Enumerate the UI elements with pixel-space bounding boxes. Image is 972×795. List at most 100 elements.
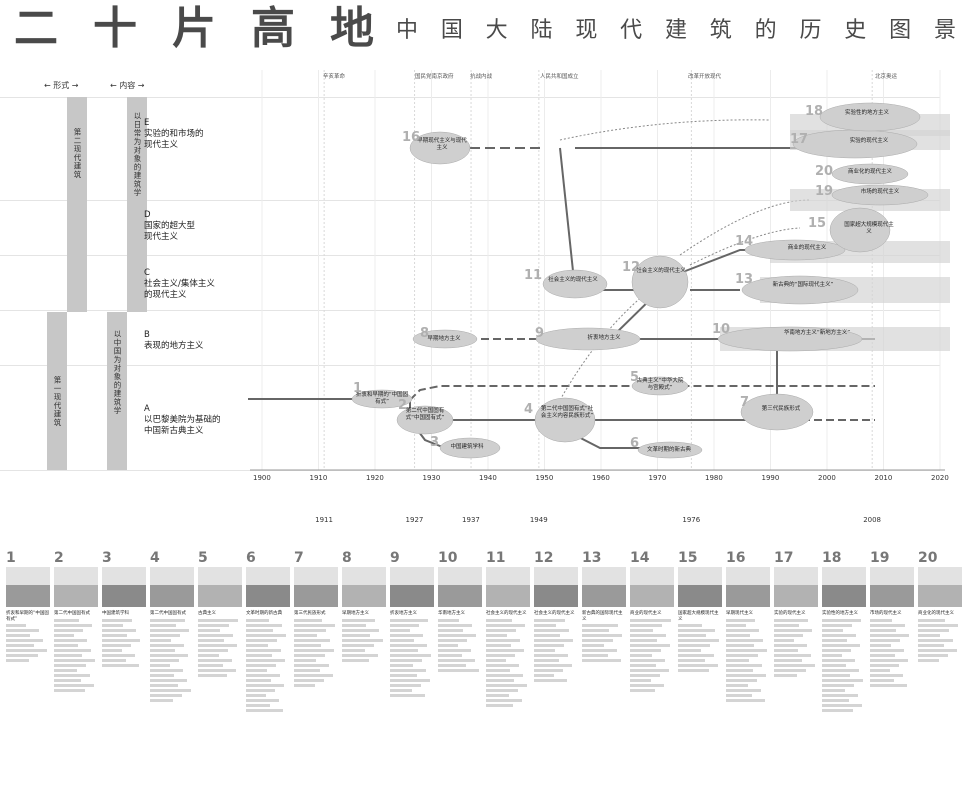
example-number: 13 (582, 550, 602, 566)
node-8-number: 8 (420, 326, 430, 341)
example-text-line (582, 649, 617, 652)
example-text-line (294, 628, 326, 632)
building-photo (102, 567, 146, 607)
axis-event-label: 1976 (682, 516, 701, 524)
example-text-line (246, 643, 268, 647)
node-8-ellipse (412, 329, 478, 349)
example-text-line (54, 663, 86, 667)
axis-tick-label: 1900 (253, 474, 271, 482)
example-text-line (6, 654, 38, 657)
example-text-line (486, 633, 507, 637)
example-text-line (54, 648, 91, 652)
building-photo (198, 567, 242, 607)
example-text-line (102, 633, 127, 637)
example-text-line (630, 678, 651, 682)
building-photo (342, 567, 386, 607)
axis-tick-label: 1950 (535, 474, 554, 482)
example-text-line (870, 678, 894, 682)
node-14-number: 14 (735, 234, 754, 249)
node-9-label: 折衷地方主义 (587, 335, 621, 341)
example-text-line (342, 653, 378, 657)
example-text-line (486, 688, 518, 692)
node-14-ellipse (744, 239, 846, 261)
node-19-label: 市场的现代主义 (860, 189, 900, 195)
axis-tick-label: 1990 (761, 474, 780, 482)
example-text-line (246, 618, 269, 622)
example-text-line (918, 643, 944, 647)
example-text-line (198, 668, 236, 672)
node-7-ellipse (740, 393, 814, 431)
node-2-number: 2 (398, 398, 408, 413)
axis-tick-label: 2010 (874, 474, 893, 482)
example-text-line (198, 618, 238, 622)
axis-tick-label: 2000 (818, 474, 836, 482)
example-text-line (246, 663, 276, 667)
example-text-line (294, 638, 330, 642)
example-text-line (870, 663, 899, 667)
example-title: 折衷和早期的“中国固有式” (6, 611, 49, 622)
example-title: 实验的现代主义 (774, 611, 806, 616)
example-text-line (678, 629, 715, 632)
example-text-line (486, 683, 527, 687)
axis-event-label: 1911 (315, 516, 333, 524)
example-text-line (774, 623, 799, 627)
example-text-line (534, 628, 569, 632)
example-text-line (918, 648, 957, 652)
example-text-line (6, 649, 47, 652)
node-10-label: 华南地方主义“新地方主义” (783, 330, 851, 336)
building-photo (390, 567, 434, 607)
era-label: 抗战内战 (470, 74, 493, 80)
example-text-line (726, 623, 746, 627)
example-text-line (918, 638, 953, 642)
title-char: 二 (14, 3, 58, 54)
example-text-line (582, 654, 608, 657)
example-text-line (630, 658, 665, 662)
example-text-line (726, 688, 761, 692)
example-title: 实验性的地方主义 (822, 611, 858, 616)
example-text-line (390, 648, 418, 652)
example-text-line (726, 658, 749, 662)
example-text-line (822, 698, 849, 702)
node-7-label: 第三代民族形式 (761, 406, 801, 412)
example-text-line (582, 624, 618, 627)
node-12-number: 12 (622, 260, 641, 275)
example-text-line (294, 633, 317, 637)
title-char: 史 (844, 18, 867, 43)
example-text-line (438, 628, 463, 632)
example-text-line (294, 668, 320, 672)
example-text-line (630, 663, 656, 667)
node-9-ellipse (535, 327, 641, 351)
node-13-number: 13 (735, 272, 754, 287)
example-text-line (678, 624, 702, 627)
example-text-line (102, 643, 131, 647)
example-number: 4 (150, 550, 160, 566)
node-18-label: 实验性的地方主义 (844, 110, 889, 116)
example-text-line (390, 693, 425, 697)
example-text-line (774, 673, 797, 677)
example-text-line (102, 653, 135, 657)
example-text-line (630, 688, 655, 692)
node-7-number: 7 (740, 395, 750, 410)
example-text-line (246, 683, 284, 687)
example-text-line (438, 638, 467, 642)
example-text-line (726, 693, 752, 697)
axis-event-label: 1927 (405, 516, 424, 524)
row-separator (0, 255, 940, 256)
example-text-line (678, 644, 710, 647)
example-text-line (630, 643, 670, 647)
node-4-label: 第二代中国固有式“社会主义内容民族形式” (540, 406, 594, 419)
example-title: 国家超大规模现代主义 (678, 611, 719, 622)
node-13-ellipse (741, 275, 859, 305)
example-text-line (438, 633, 476, 637)
example-text-line (246, 633, 286, 637)
example-text-line (918, 633, 940, 637)
example-text-line (918, 618, 945, 622)
band-text-china: 以中国为对象的建筑学 (113, 330, 122, 415)
example-text-line (150, 618, 185, 622)
